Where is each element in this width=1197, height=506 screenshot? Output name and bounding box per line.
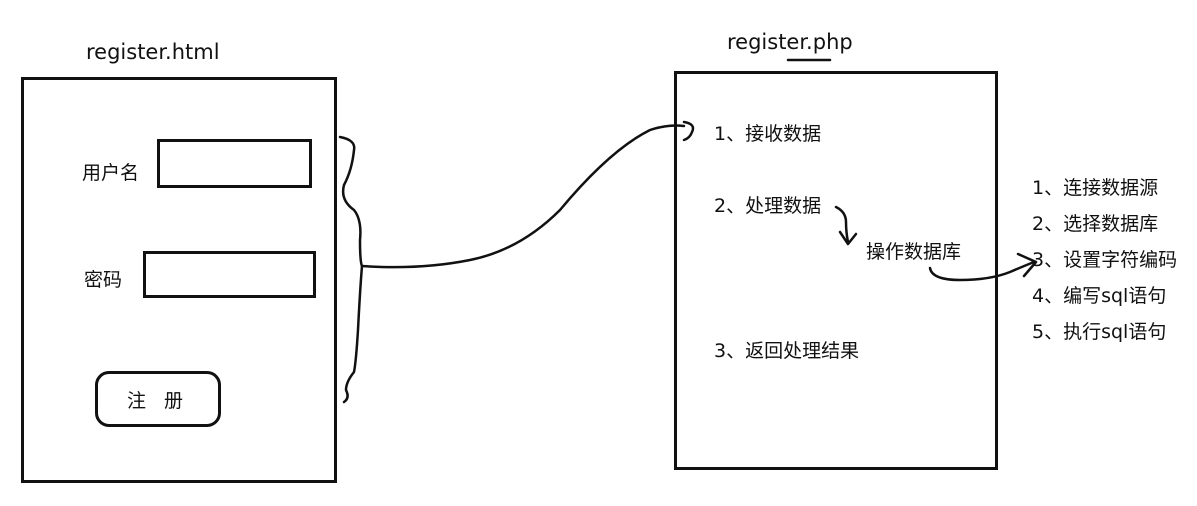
db-arrow-line <box>928 260 1036 282</box>
step-process-data: 2、处理数据 <box>714 195 822 217</box>
db-operation-label: 操作数据库 <box>866 241 962 263</box>
process-arrow-line <box>834 205 850 244</box>
php-page-frame <box>674 71 998 470</box>
form-brace <box>338 135 364 404</box>
db-step-execute-sql: 5、执行sql语句 <box>1032 321 1167 343</box>
submit-arrow-head <box>682 120 695 142</box>
db-step-charset: 3、设置字符编码 <box>1032 249 1178 271</box>
password-input[interactable] <box>143 251 316 298</box>
db-step-write-sql: 4、编写sql语句 <box>1032 285 1167 307</box>
username-label: 用户名 <box>82 162 140 184</box>
step-receive-data: 1、接收数据 <box>714 123 822 145</box>
html-page-title: register.html <box>86 40 220 64</box>
submit-arrow-line <box>360 124 686 269</box>
db-arrow-head <box>1016 252 1038 278</box>
db-step-select-db: 2、选择数据库 <box>1032 213 1159 235</box>
process-arrow-head <box>838 230 858 246</box>
register-button[interactable]: 注 册 <box>95 371 221 427</box>
password-label: 密码 <box>84 269 123 291</box>
db-step-connect: 1、连接数据源 <box>1032 177 1159 199</box>
html-page-frame <box>21 77 337 483</box>
php-page-title: register.php <box>727 30 853 54</box>
username-input[interactable] <box>157 139 312 188</box>
step-return-result: 3、返回处理结果 <box>714 340 860 362</box>
